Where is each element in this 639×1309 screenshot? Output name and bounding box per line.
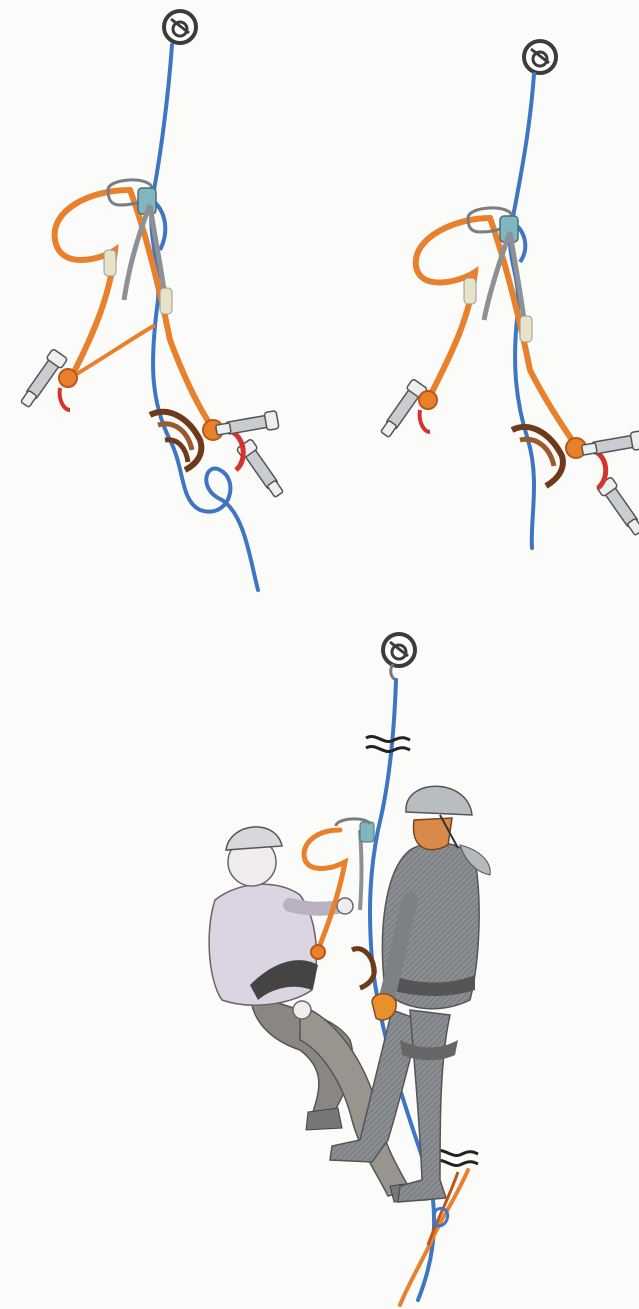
victim-glove xyxy=(337,898,353,914)
sling-sleeve xyxy=(160,288,172,314)
rescuer-face xyxy=(413,818,452,850)
panel-rescue-scene xyxy=(209,634,490,1305)
anchor-bolt-icon xyxy=(164,11,196,43)
rescuer-helmet xyxy=(406,786,472,815)
rescuer-figure xyxy=(330,786,490,1202)
panel-rigging-rope-through xyxy=(377,41,639,548)
rope-clamp xyxy=(360,822,374,842)
victim-helmet xyxy=(226,827,282,850)
anchor-bolt-icon xyxy=(383,634,415,666)
orange-sling xyxy=(416,218,490,400)
sling-sleeve xyxy=(520,316,532,342)
coiled-knot xyxy=(512,427,563,486)
victim-boot xyxy=(306,1108,342,1130)
panel-rigging-tied-off xyxy=(17,11,286,590)
rope-break-icon xyxy=(366,736,410,751)
sling-sleeve xyxy=(464,278,476,304)
rope-device-left xyxy=(377,379,427,440)
coiled-knot xyxy=(150,412,201,470)
sling-sleeve xyxy=(104,250,116,276)
rescuer-glove xyxy=(372,994,396,1020)
anchor-bolt-icon xyxy=(524,41,556,73)
orange-sling xyxy=(55,190,130,380)
